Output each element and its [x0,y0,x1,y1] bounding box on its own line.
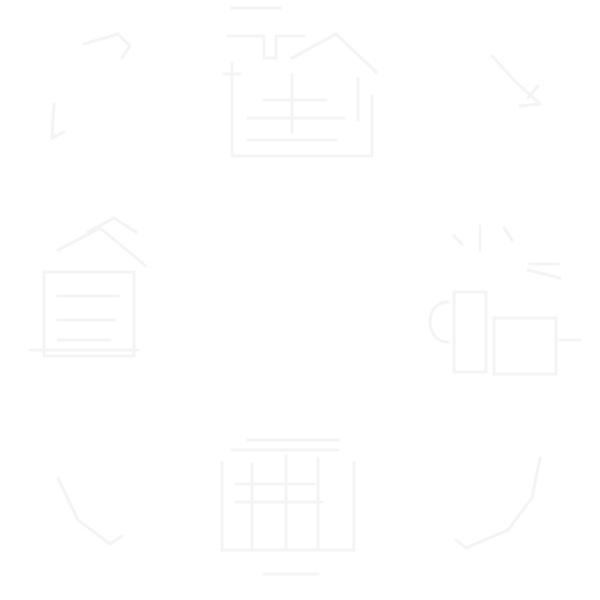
recycling-icon [56,476,124,546]
circle-icon [454,456,542,550]
recycling-icon [50,32,132,140]
house-icon [28,216,148,358]
box-icon [222,6,378,158]
crate-icon [220,438,356,576]
arrow-icon [490,54,542,108]
bag-icon [428,224,582,376]
